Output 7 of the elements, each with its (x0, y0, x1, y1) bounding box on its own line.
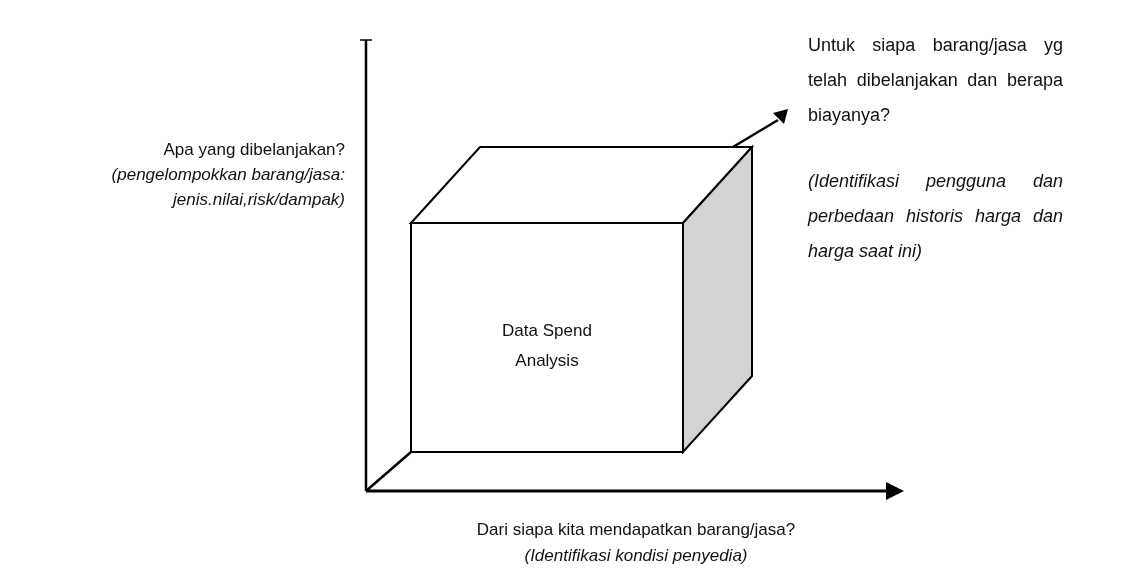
axis-question: Untuk siapa barang/jasa yg telah dibelanjakan dan berapa biayanya? (808, 34, 1063, 127)
axis-note: (Identifikasi pengguna dan perbedaan historis harga dan harga saat ini) (808, 170, 1063, 263)
axis-question: Apa yang dibelanjakan? (162, 139, 345, 161)
cube-label: Data Spend Analysis (501, 320, 593, 372)
axis-note: (Identifikasi kondisi penyedia) (523, 545, 749, 567)
axis-note: (pengelompokkan barang/jasa: jenis.nilai,risk/dampak) (110, 164, 345, 211)
axis-question: Dari siapa kita mendapatkan barang/jasa? (475, 519, 797, 541)
